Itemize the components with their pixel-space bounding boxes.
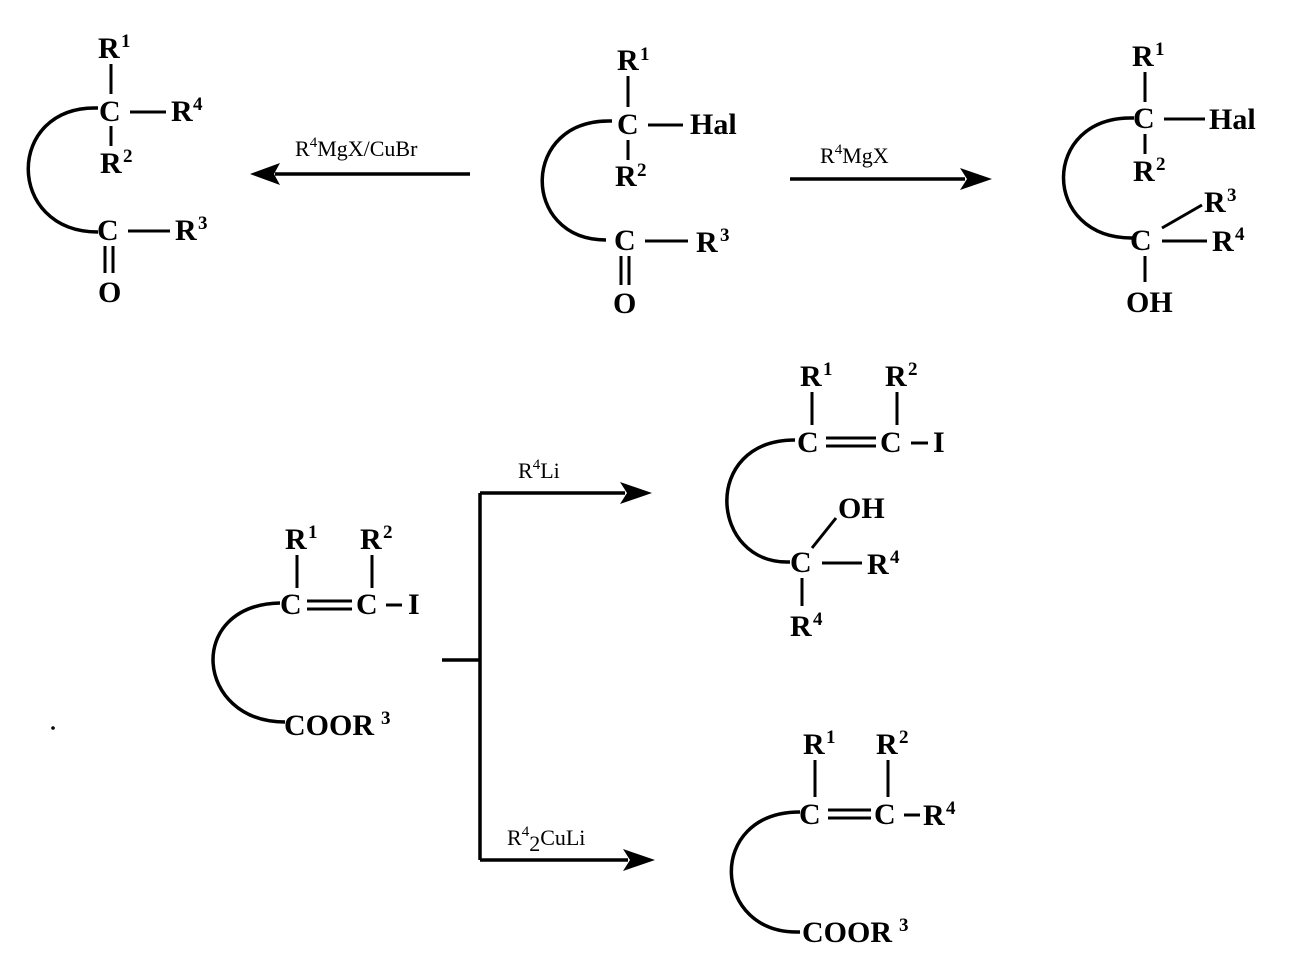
atom-R-index-1: 1	[640, 44, 650, 65]
atom-R-index-2: 2	[899, 727, 909, 748]
atom-I: I	[933, 426, 945, 459]
atom-COOR: COOR	[284, 709, 374, 742]
atom-R-index-4: 4	[890, 547, 900, 568]
atom-R: R	[98, 32, 120, 65]
atom-C: C	[1133, 102, 1155, 135]
atom-C: C	[99, 95, 121, 128]
atom-R: R	[923, 799, 945, 832]
haloketone-reactant: R 1 C Hal R 2 C R 3 O	[540, 44, 737, 320]
atom-R-index-2: 2	[123, 146, 133, 167]
atom-R: R	[171, 95, 193, 128]
atom-R-index-2: 2	[908, 359, 918, 380]
atom-C: C	[280, 588, 302, 621]
tertiary-alcohol-product: R 1 C Hal R 2 C R 3 R 4 OH	[1061, 39, 1256, 319]
atom-R: R	[175, 214, 197, 247]
atom-R-index-3: 3	[899, 915, 909, 936]
ring-arc	[26, 106, 99, 234]
arrow-head	[250, 163, 280, 185]
atom-R: R	[100, 147, 122, 180]
ring-arc	[1061, 116, 1135, 240]
atom-R-index-3: 3	[198, 213, 208, 234]
atom-R-index-3: 3	[381, 708, 391, 729]
arrow-head	[620, 482, 652, 504]
atom-R-index-2: 2	[1156, 154, 1166, 175]
atom-O: O	[613, 287, 636, 320]
atom-R: R	[285, 523, 307, 556]
bond	[1161, 203, 1203, 230]
branching-arrows: R4Li R42CuLi	[442, 457, 655, 871]
atom-C: C	[97, 214, 119, 247]
atom-R: R	[360, 523, 382, 556]
atom-R-index-2: 2	[637, 160, 647, 181]
atom-R: R	[867, 548, 889, 581]
atom-R-index-2: 2	[383, 522, 393, 543]
atom-I: I	[408, 588, 420, 621]
scan-speck	[51, 726, 55, 730]
arrow-cuprate-coupling: R4MgX/CuBr	[250, 135, 470, 185]
atom-C: C	[797, 426, 819, 459]
atom-O: O	[98, 276, 121, 309]
bond	[810, 517, 838, 549]
ring-arc	[725, 438, 796, 564]
atom-OH: OH	[838, 492, 885, 525]
atom-R: R	[803, 728, 825, 761]
atom-R: R	[1133, 155, 1155, 188]
atom-R-index-3: 3	[1227, 185, 1237, 206]
atom-C: C	[1130, 224, 1152, 257]
atom-C: C	[617, 108, 639, 141]
vinyl-iodide-ester-reactant: R 1 R 2 C C I COOR 3	[211, 522, 420, 742]
atom-R-index-4: 4	[813, 609, 823, 630]
atom-R-index-1: 1	[823, 359, 833, 380]
atom-C: C	[874, 798, 896, 831]
atom-R: R	[876, 728, 898, 761]
atom-Hal: Hal	[690, 108, 737, 141]
atom-C: C	[880, 426, 902, 459]
arrow-head	[960, 168, 992, 190]
atom-C: C	[799, 798, 821, 831]
coupled-ketone-product: R 1 C R 4 R 2 C R 3 O	[26, 31, 208, 309]
reagent-label-4: R42CuLi	[507, 824, 585, 856]
atom-R: R	[1204, 186, 1226, 219]
atom-C: C	[356, 588, 378, 621]
atom-R-index-3: 3	[720, 225, 730, 246]
reagent-label-2: R4MgX	[820, 142, 889, 168]
atom-R: R	[800, 360, 822, 393]
atom-Hal: Hal	[1209, 103, 1256, 136]
arrow-grignard-addition: R4MgX	[790, 142, 992, 190]
reagent-label-3: R4Li	[518, 457, 560, 483]
atom-R-index-1: 1	[121, 31, 131, 52]
atom-R-index-1: 1	[308, 522, 318, 543]
atom-C: C	[614, 224, 636, 257]
atom-R: R	[696, 226, 718, 259]
atom-R: R	[617, 44, 639, 77]
atom-R-index-1: 1	[1155, 39, 1165, 60]
ring-arc	[211, 601, 286, 724]
ring-arc	[540, 119, 613, 242]
atom-R-index-1: 1	[826, 727, 836, 748]
atom-R: R	[615, 160, 637, 193]
atom-R-index-4: 4	[1235, 224, 1245, 245]
atom-R: R	[1212, 225, 1234, 258]
atom-C: C	[790, 546, 812, 579]
reagent-label-1: R4MgX/CuBr	[295, 135, 418, 161]
atom-R: R	[1132, 40, 1154, 73]
ring-arc	[729, 810, 801, 934]
atom-R: R	[885, 360, 907, 393]
atom-OH: OH	[1126, 286, 1173, 319]
coupled-ester-product: R 1 R 2 C C R 4 COOR 3	[729, 727, 956, 949]
atom-COOR: COOR	[802, 916, 892, 949]
atom-R-index-4: 4	[193, 94, 203, 115]
atom-R: R	[790, 610, 812, 643]
arrow-head	[623, 849, 655, 871]
vinyl-iodide-alcohol-product: R 1 R 2 C C I OH C R 4 R 4	[725, 359, 945, 643]
atom-R-index-4: 4	[946, 798, 956, 819]
